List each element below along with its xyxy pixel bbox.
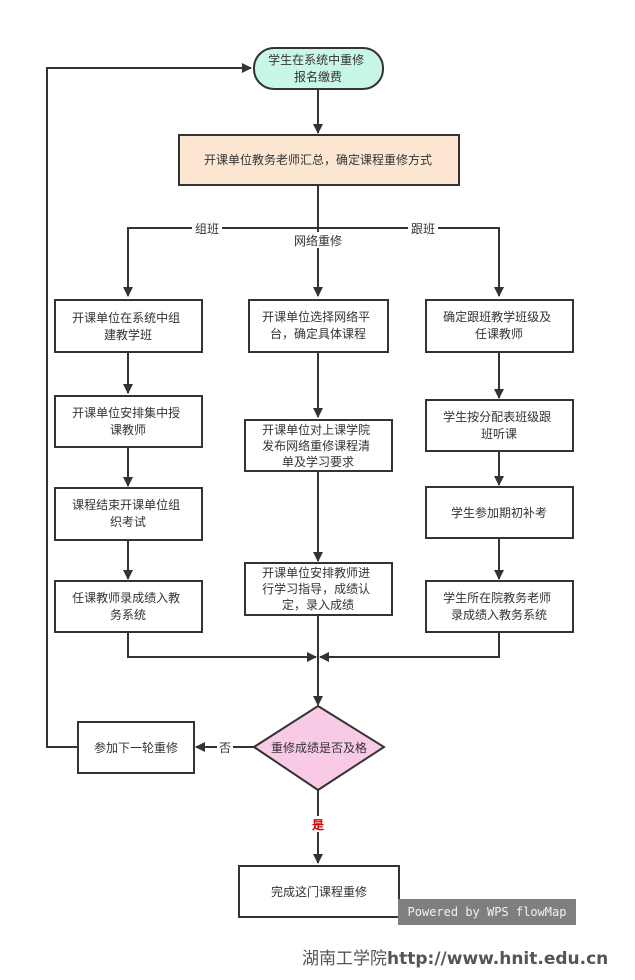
svg-text:学生所在院教务老师 录成绩入教务系统: 学生所在院教务老师 录成绩入教务系统	[443, 590, 555, 622]
node-start: 学生在系统中重修 报名缴费	[253, 47, 384, 90]
svg-text:开课单位在系统中组 建教学班: 开课单位在系统中组 建教学班	[72, 310, 184, 342]
edge-labels: 组班 网络重修 跟班 否 是	[192, 220, 438, 832]
label-yes: 是	[311, 818, 325, 832]
footer-credit: 湖南工学院http://www.hnit.edu.cn	[302, 944, 608, 969]
node-right2-line1: 学生按分配表班级跟	[443, 409, 551, 424]
node-left4-line2: 务系统	[110, 607, 146, 622]
node-start-line1: 学生在系统中重修	[268, 52, 364, 67]
svg-text:开课单位对上课学院 发布网络重修课程清: 开课单位对上课学院 发布网络重修课程清 单及学习要求	[262, 422, 374, 469]
node-left4: 任课教师录成绩入教 务系统	[54, 580, 203, 633]
node-mid2-line2: 发布网络重修课程清	[262, 438, 370, 453]
svg-text:开课单位教务老师汇总，确定课程重修方式: 开课单位教务老师汇总，确定课程重修方式	[204, 152, 432, 167]
node-start-line2: 报名缴费	[294, 69, 342, 84]
node-mid1-line2: 台，确定具体课程	[270, 326, 366, 341]
node-retry-line1: 参加下一轮重修	[94, 740, 178, 755]
node-right1-line2: 任课教师	[475, 326, 523, 341]
node-mid3: 开课单位安排教师进 行学习指导，成绩认 定，录入成绩	[244, 562, 393, 616]
node-right2: 学生按分配表班级跟 班听课	[425, 399, 574, 452]
node-left3-line2: 织考试	[110, 514, 146, 529]
node-mid3-line1: 开课单位安排教师进	[262, 565, 370, 580]
label-follow-class: 跟班	[411, 222, 435, 236]
svg-text:学生在系统中重修 报名缴费: 学生在系统中重修 报名缴费	[268, 52, 368, 84]
svg-text:任课教师录成绩入教 务系统: 任课教师录成绩入教 务系统	[72, 590, 184, 622]
node-mid1-line1: 开课单位选择网络平	[262, 309, 370, 324]
svg-text:开课单位选择网络平 台，确定具体课程: 开课单位选择网络平 台，确定具体课程	[262, 309, 374, 341]
node-mid2-line1: 开课单位对上课学院	[262, 422, 370, 437]
node-summary: 开课单位教务老师汇总，确定课程重修方式	[178, 134, 460, 186]
svg-text:参加下一轮重修: 参加下一轮重修	[94, 740, 178, 755]
svg-text:完成这门课程重修: 完成这门课程重修	[271, 884, 367, 899]
node-mid1: 开课单位选择网络平 台，确定具体课程	[248, 299, 389, 353]
node-left4-line1: 任课教师录成绩入教	[72, 590, 180, 605]
svg-text:确定跟班教学班级及 任课教师: 确定跟班教学班级及 任课教师	[443, 309, 555, 341]
edges	[46, 63, 504, 864]
edge-split-left	[123, 227, 318, 297]
edge-left4-merge	[127, 632, 317, 662]
node-right1-line1: 确定跟班教学班级及	[443, 309, 551, 324]
node-left1-line2: 建教学班	[104, 327, 152, 342]
node-right2-line2: 班听课	[481, 427, 517, 441]
node-mid2-line3: 单及学习要求	[282, 454, 354, 469]
node-mid2: 开课单位对上课学院 发布网络重修课程清 单及学习要求	[244, 419, 393, 472]
node-right4-line2: 录成绩入教务系统	[451, 607, 547, 622]
node-decision: 重修成绩是否及格	[252, 704, 386, 792]
edge-right4-merge	[319, 632, 500, 662]
node-left3-line1: 课程结束开课单位组	[72, 497, 180, 512]
node-left3: 课程结束开课单位组 织考试	[54, 487, 203, 541]
svg-text:重修成绩是否及格: 重修成绩是否及格	[271, 740, 367, 755]
node-summary-line1: 开课单位教务老师汇总，确定课程重修方式	[204, 152, 432, 167]
svg-text:学生按分配表班级跟 班听课: 学生按分配表班级跟 班听课	[443, 409, 555, 441]
node-right4-line1: 学生所在院教务老师	[443, 590, 551, 605]
edge-split-right	[318, 227, 504, 297]
node-right3-line1: 学生参加期初补考	[451, 505, 547, 520]
node-mid3-line3: 定，录入成绩	[282, 597, 354, 612]
node-right3: 学生参加期初补考	[425, 486, 574, 539]
svg-text:开课单位安排集中授 课教师: 开课单位安排集中授 课教师	[72, 405, 184, 437]
node-left1-line1: 开课单位在系统中组	[72, 310, 180, 325]
powered-by-watermark: Powered by WPS flowMap	[398, 899, 576, 925]
node-left2-line2: 课教师	[110, 422, 146, 437]
node-left2-line1: 开课单位安排集中授	[72, 405, 180, 420]
label-online: 网络重修	[294, 233, 342, 248]
edge-retry-start	[46, 63, 252, 748]
node-right4: 学生所在院教务老师 录成绩入教务系统	[425, 580, 574, 633]
svg-text:课程结束开课单位组 织考试: 课程结束开课单位组 织考试	[72, 497, 184, 529]
node-left1: 开课单位在系统中组 建教学班	[54, 299, 203, 353]
label-no: 否	[219, 741, 231, 755]
node-mid3-line2: 行学习指导，成绩认	[262, 581, 370, 596]
label-group-class: 组班	[195, 222, 219, 236]
node-finish: 完成这门课程重修	[238, 865, 400, 918]
node-right1: 确定跟班教学班级及 任课教师	[425, 299, 574, 353]
node-finish-line1: 完成这门课程重修	[271, 884, 367, 899]
svg-text:开课单位安排教师进 行学习指导，成绩认: 开课单位安排教师进 行学习指导，成绩认 定，录入成绩	[262, 565, 374, 612]
footer-school: 湖南工学院	[302, 949, 387, 969]
node-retry: 参加下一轮重修	[77, 721, 195, 774]
node-left2: 开课单位安排集中授 课教师	[54, 395, 203, 448]
svg-text:学生参加期初补考: 学生参加期初补考	[451, 505, 547, 520]
footer-url: http://www.hnit.edu.cn	[387, 949, 609, 969]
node-decision-line1: 重修成绩是否及格	[271, 740, 367, 755]
